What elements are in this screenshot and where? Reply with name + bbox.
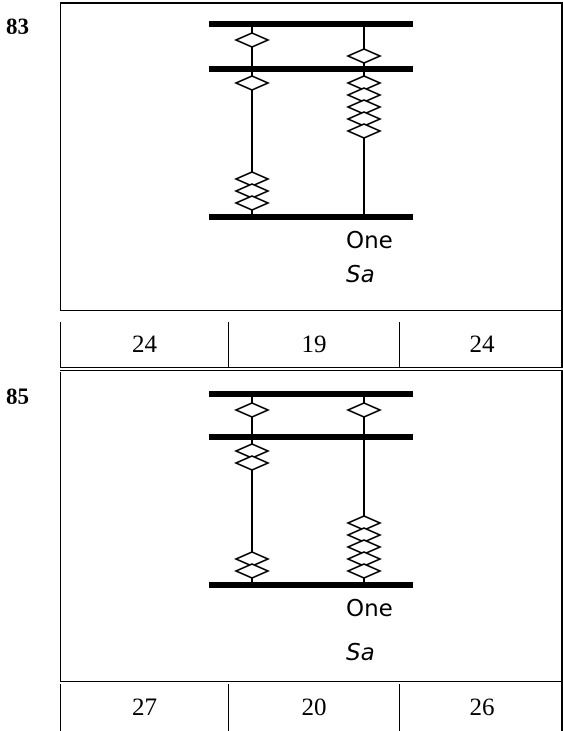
value-cell-2: 19 — [229, 322, 400, 367]
diagram-label-primary: One — [346, 596, 393, 622]
right-rule-top — [561, 2, 563, 368]
upper-bead — [346, 402, 382, 418]
value-cell-3: 26 — [469, 693, 495, 721]
upper-bead — [234, 402, 270, 418]
diagram-label-secondary: Sa — [346, 640, 375, 666]
lower-bead — [234, 195, 270, 211]
value-cell-3: 24 — [469, 330, 495, 358]
entry-number: 85 — [6, 384, 29, 409]
abacus-diagram: One Sa — [60, 372, 563, 682]
top-rule — [60, 2, 563, 4]
lower-bead — [346, 563, 382, 579]
lower-bead — [234, 455, 270, 471]
values-row: 27 20 26 — [60, 684, 563, 731]
lower-bead — [234, 443, 270, 459]
value-cell-1: 24 — [61, 322, 229, 367]
entry-number: 83 — [6, 14, 29, 39]
lower-bead — [346, 527, 382, 543]
lower-bead — [346, 111, 382, 127]
value-cell-1: 27 — [61, 684, 229, 731]
upper-bead — [234, 32, 270, 48]
value-cell-2: 20 — [229, 684, 400, 731]
diagram-label-primary: One — [346, 228, 393, 254]
lower-bead — [346, 551, 382, 567]
abacus-diagram: One Sa — [60, 2, 563, 311]
lower-bead — [346, 99, 382, 115]
lower-bead — [234, 563, 270, 579]
lower-bead — [234, 183, 270, 199]
lower-bead — [346, 75, 382, 91]
upper-bead — [346, 48, 382, 64]
abacus-drawing — [209, 21, 413, 220]
entry-85: 85 One Sa 27 20 26 — [0, 370, 563, 731]
values-row: 24 19 24 — [60, 322, 563, 367]
lower-bead — [346, 123, 382, 139]
lower-bead — [234, 171, 270, 187]
entry-83: 83 One Sa 24 19 24 — [6, 2, 563, 367]
lower-bead — [346, 539, 382, 555]
lower-bead — [346, 515, 382, 531]
lower-bead — [234, 551, 270, 567]
right-rule-bottom — [561, 370, 563, 731]
abacus-drawing — [209, 391, 413, 588]
diagram-label-secondary: Sa — [346, 262, 375, 288]
lower-bead — [234, 75, 270, 91]
lower-bead — [346, 87, 382, 103]
section-divider — [60, 367, 563, 371]
